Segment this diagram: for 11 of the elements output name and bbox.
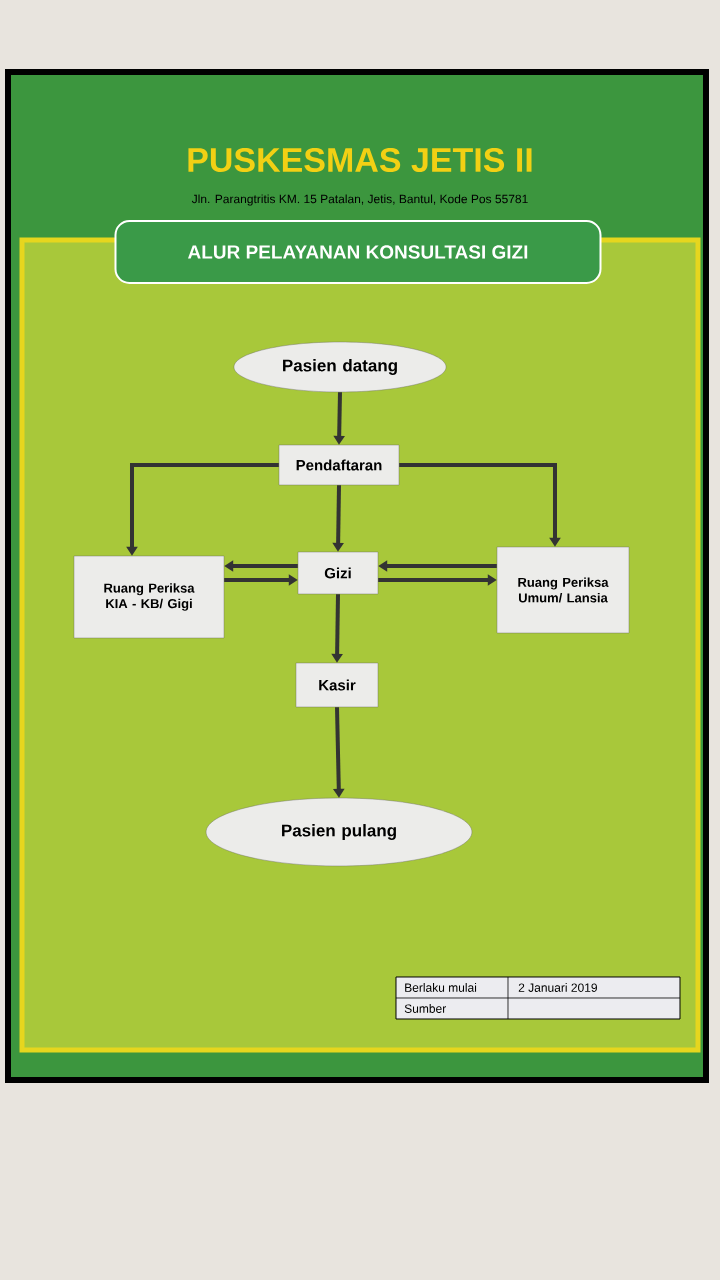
table-cell: Sumber bbox=[404, 1004, 446, 1013]
process-box: Ruang Periksa Umum/ Lansia bbox=[496, 546, 630, 634]
address-text: Jln. Parangtritis KM. 15 Patalan, Jetis, Bantul, Kode Pos 55781 bbox=[191, 194, 528, 206]
process-box: Pendaftaran bbox=[278, 444, 400, 486]
process-box: Ruang Periksa KIA - KB/ Gigi bbox=[73, 555, 225, 639]
table-cell: Berlaku mulai bbox=[405, 983, 477, 992]
header-title: PUSKESMAS JETIS II bbox=[188, 147, 532, 173]
title-banner: ALUR PELAYANAN KONSULTASI GIZI bbox=[114, 220, 602, 284]
process-box: Kasir bbox=[295, 662, 379, 708]
process-box: Gizi bbox=[297, 551, 379, 595]
table-cell: 2 Januari 2019 bbox=[518, 983, 597, 992]
